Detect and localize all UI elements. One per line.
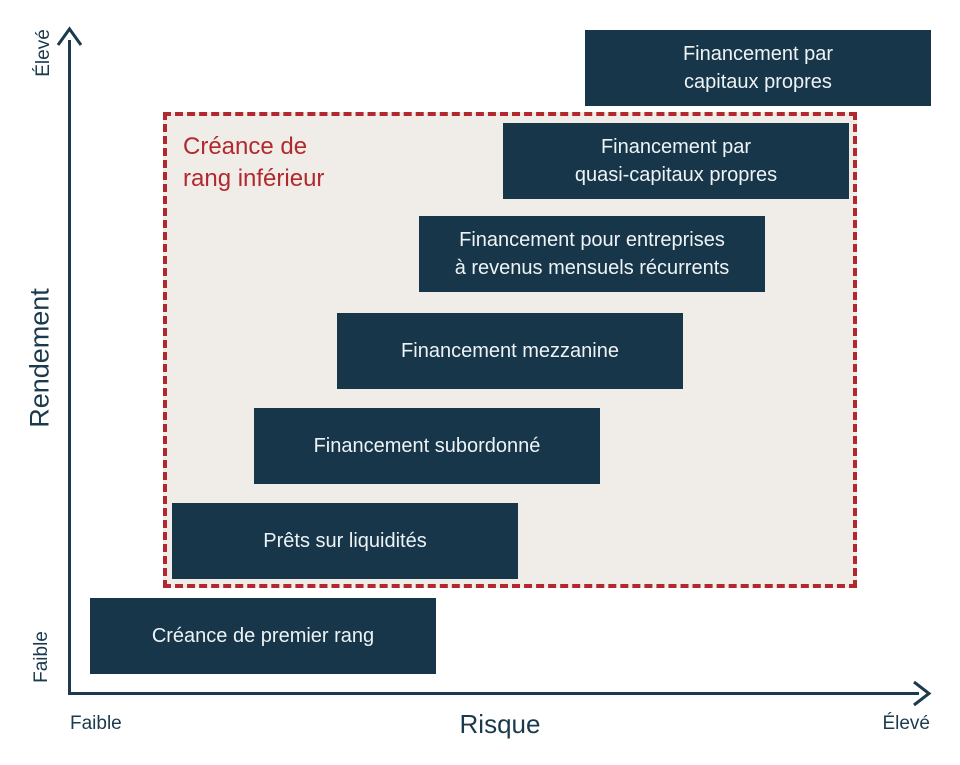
box-entreprises-revenus-recurrents: Financement pour entreprises à revenus m… (419, 216, 765, 292)
y-axis-title: Rendement (24, 288, 55, 428)
x-axis-high-label: Élevé (882, 713, 930, 734)
box-subordonne: Financement subordonné (254, 408, 600, 484)
box-quasi-capitaux-propres: Financement par quasi-capitaux propres (503, 123, 849, 199)
x-axis-arrow (68, 680, 932, 707)
x-axis-low-label: Faible (70, 713, 122, 734)
box-prets-liquidites: Prêts sur liquidités (172, 503, 518, 579)
junior-debt-zone-label: Créance de rang inférieur (183, 133, 325, 192)
box-mezzanine: Financement mezzanine (337, 313, 683, 389)
y-axis-low-label: Faible (31, 631, 52, 683)
x-axis-title: Risque (459, 709, 541, 739)
box-premier-rang: Créance de premier rang (90, 598, 436, 674)
box-capitaux-propres: Financement par capitaux propres (585, 30, 931, 106)
y-axis-high-label: Élevé (33, 29, 54, 77)
y-axis-arrow (56, 26, 83, 694)
